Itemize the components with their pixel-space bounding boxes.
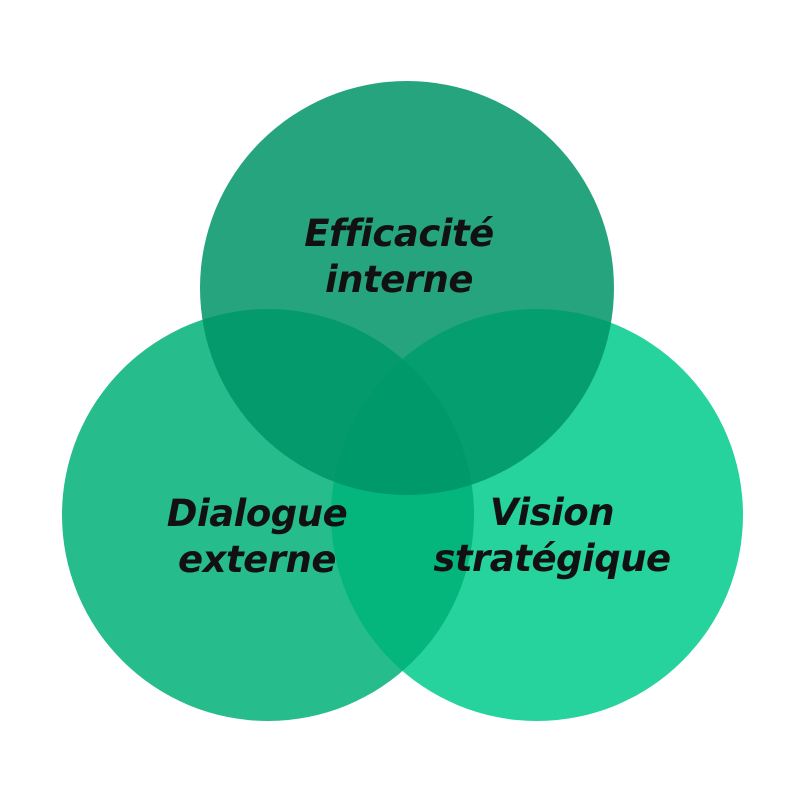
label-line: externe xyxy=(178,538,336,581)
circle-efficacite-interne xyxy=(200,81,614,495)
label-efficacite-interne: Efficacité interne xyxy=(304,211,494,303)
label-dialogue-externe: Dialogue externe xyxy=(166,491,348,583)
label-line: interne xyxy=(324,258,474,301)
label-line: Vision xyxy=(489,491,615,534)
label-line: Efficacité xyxy=(304,212,494,255)
label-line: Dialogue xyxy=(166,492,348,535)
label-line: stratégique xyxy=(433,537,671,580)
label-vision-strategique: Vision stratégique xyxy=(433,490,671,582)
